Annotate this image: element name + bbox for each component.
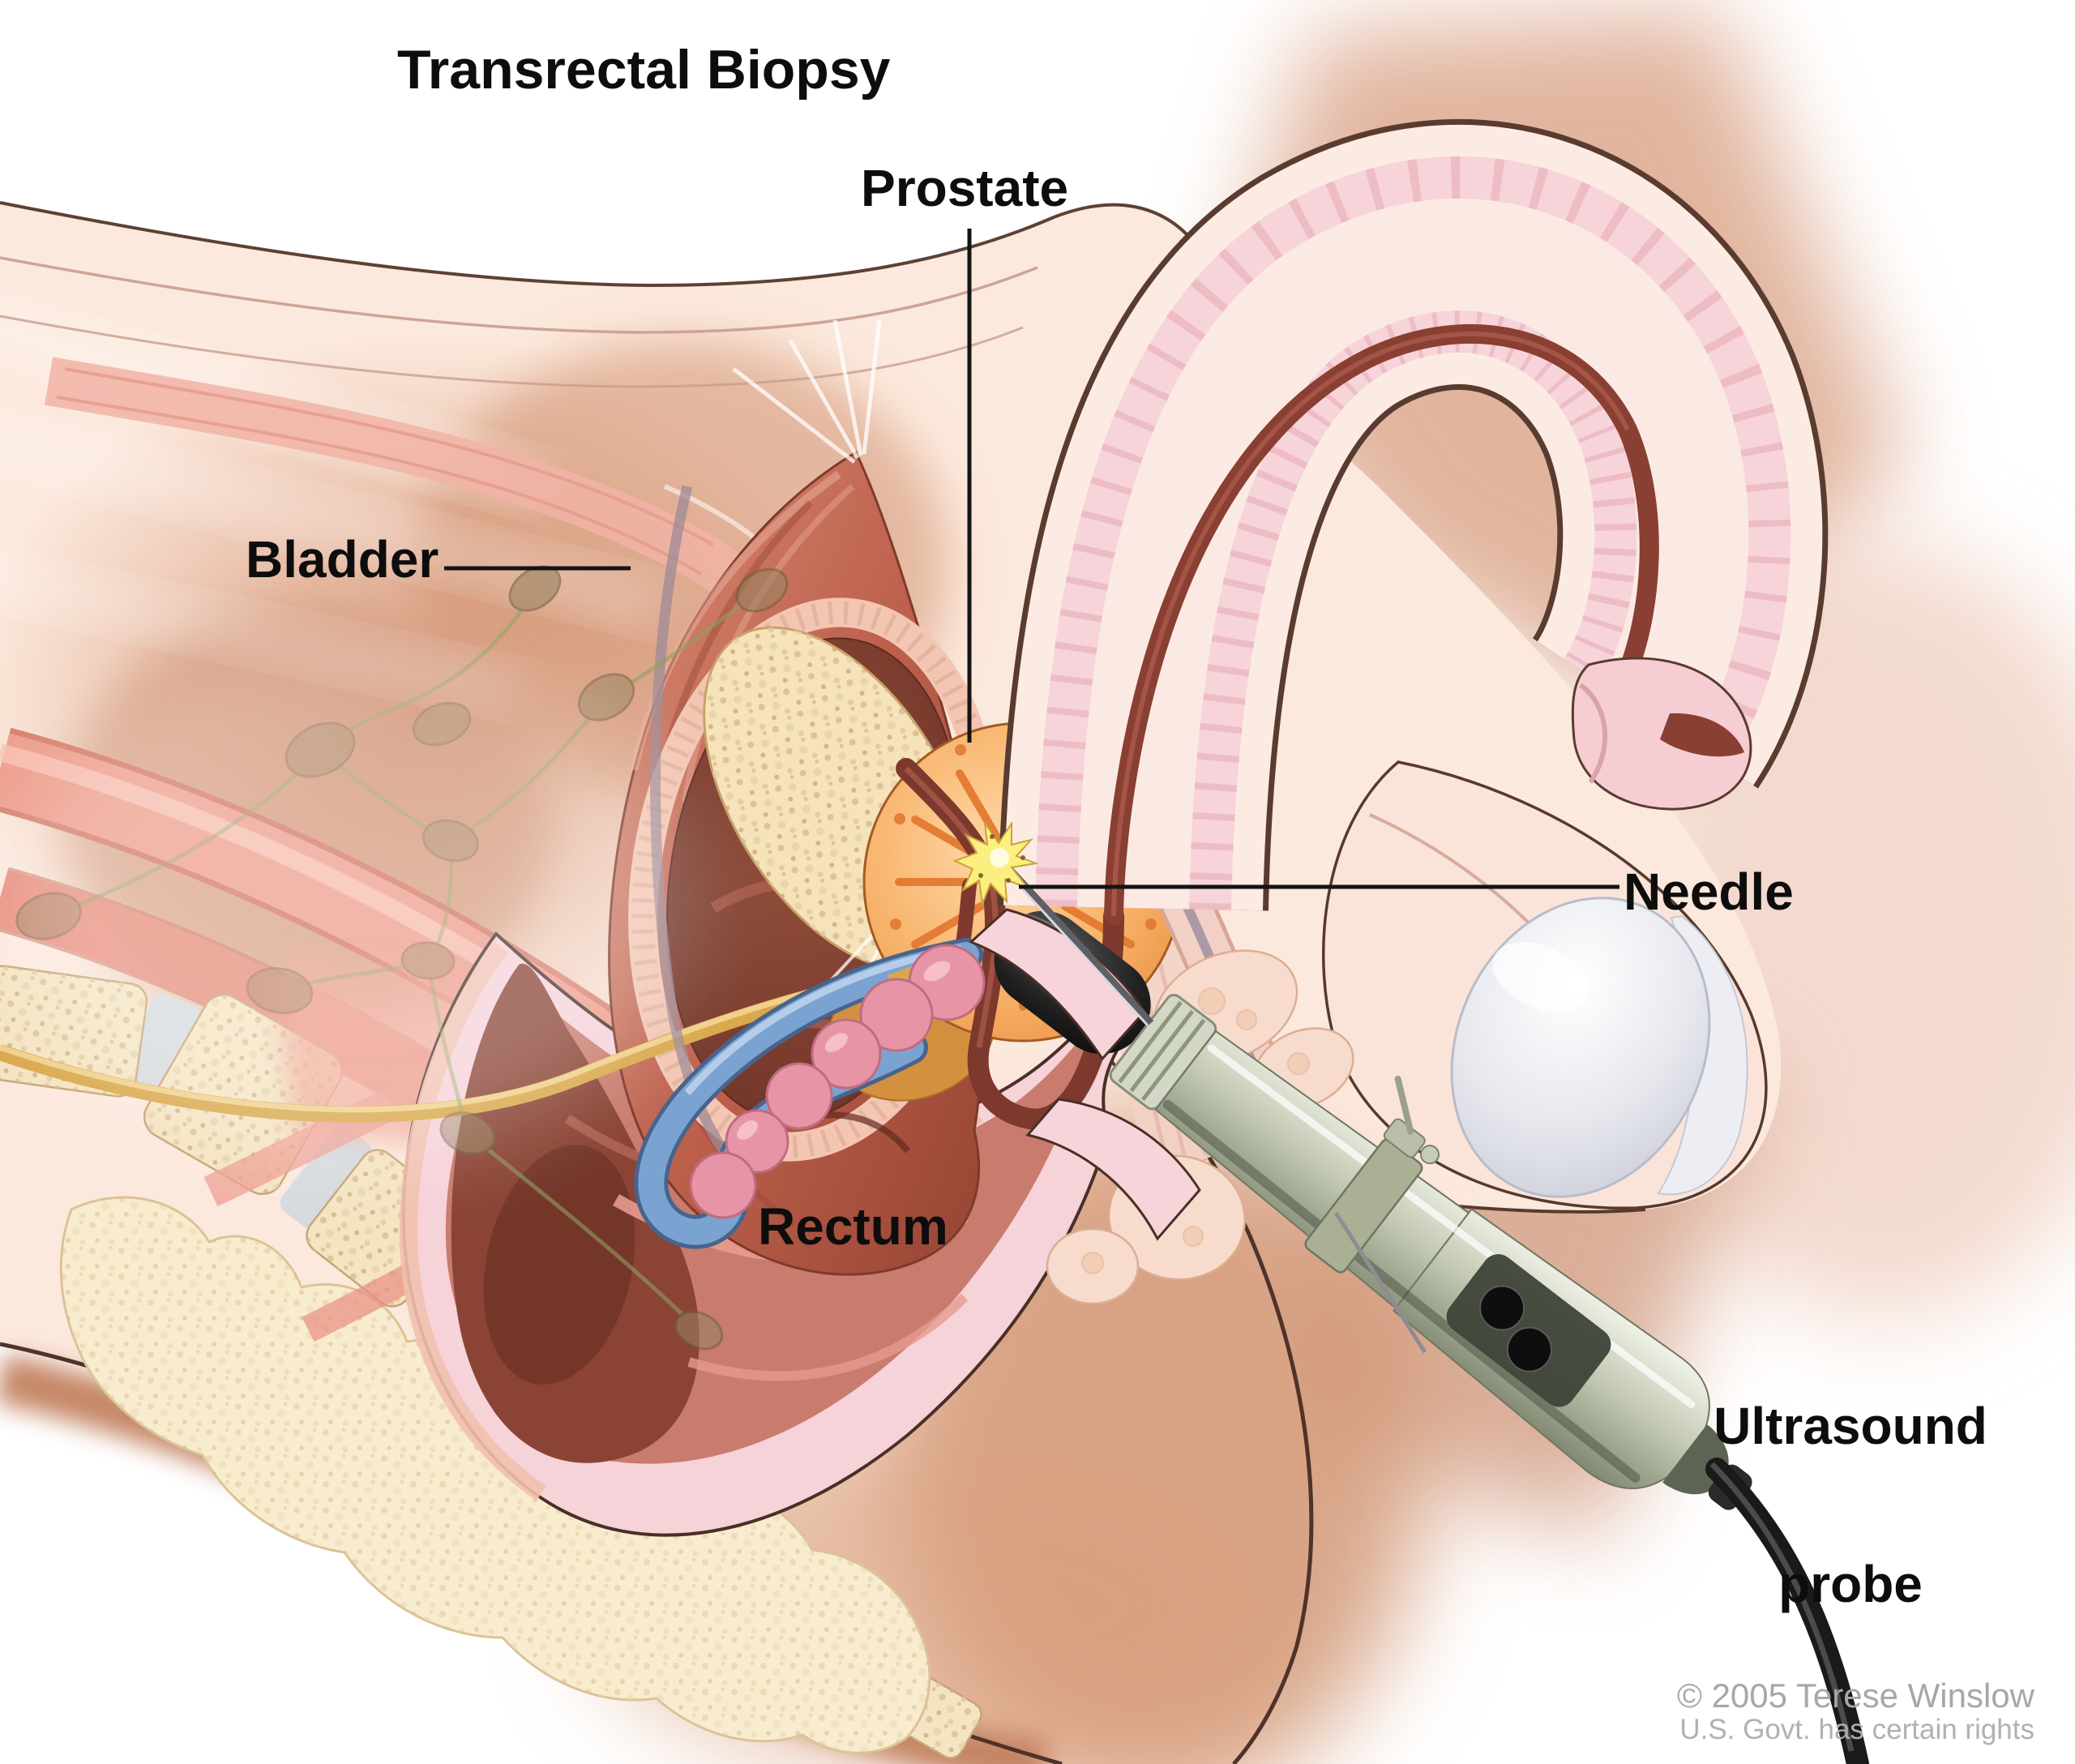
probe-button: [1506, 1326, 1552, 1372]
needle-label: Needle: [1624, 863, 1794, 921]
figure-title: Transrectal Biopsy: [397, 39, 891, 101]
glans-penis: [1571, 657, 1752, 811]
bladder-apex-ligaments: [732, 319, 882, 464]
seminal-vesicle: [689, 944, 986, 1219]
copyright-credit: © 2005 Terese Winslow U.S. Govt. has cer…: [1676, 1676, 2034, 1745]
penis: [998, 119, 1829, 911]
needle-starburst: [952, 820, 1039, 907]
copyright-line: © 2005 Terese Winslow: [1676, 1676, 2034, 1715]
bladder-label: Bladder: [246, 530, 439, 589]
ultrasound-probe-label: Ultrasound probe: [1713, 1396, 1987, 1614]
lymph-nodes: [0, 565, 789, 1351]
anal-canal-wall: [969, 908, 1201, 1241]
leader-lines: [444, 229, 1619, 889]
needle-guide-wire: [1333, 1211, 1427, 1354]
probe-button: [1479, 1285, 1525, 1331]
biopsy-needle: [999, 859, 1154, 1027]
rectum-label: Rectum: [758, 1197, 948, 1256]
testicle: [1450, 897, 1748, 1198]
penile-urethra: [1104, 323, 1659, 926]
prostate-label: Prostate: [861, 159, 1069, 217]
rights-line: U.S. Govt. has certain rights: [1679, 1713, 2034, 1745]
